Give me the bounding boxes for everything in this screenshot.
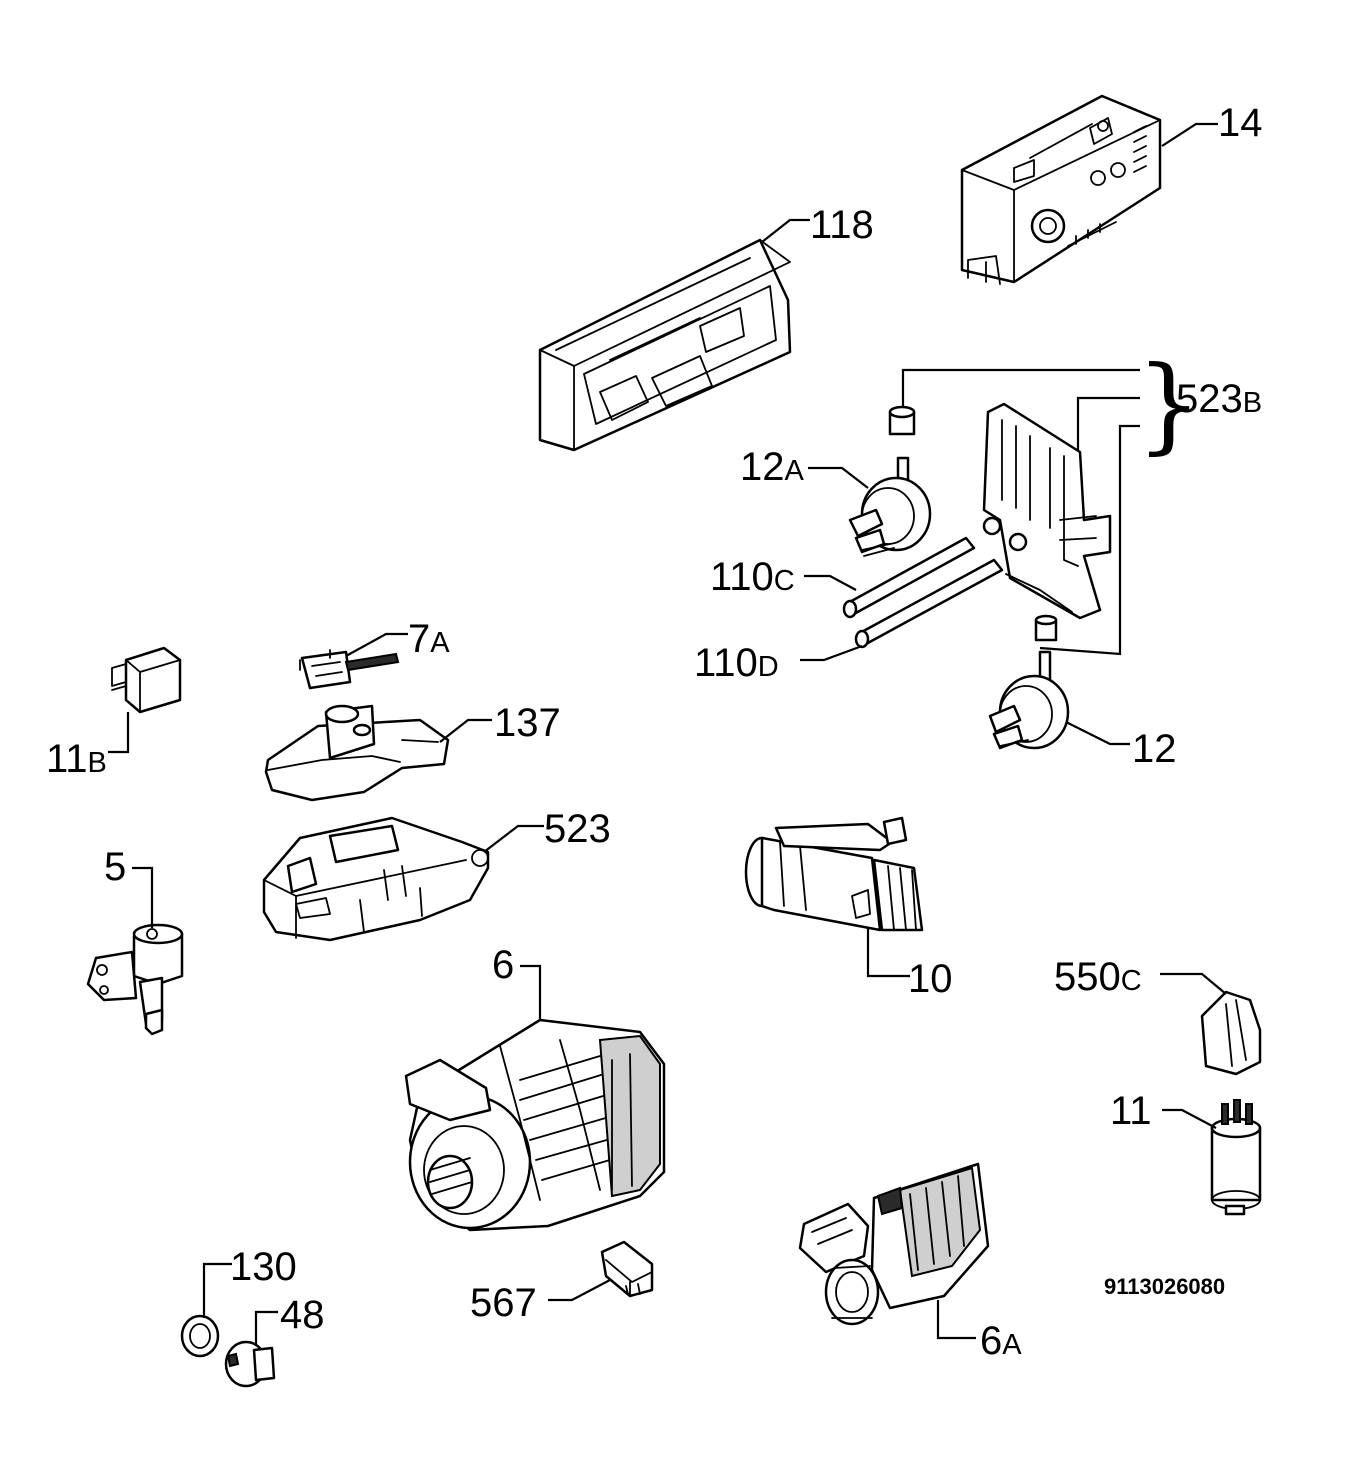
- label-130: 130: [230, 1245, 297, 1289]
- label-5: 5: [104, 845, 126, 889]
- part-110d-hose: [854, 558, 1004, 649]
- part-12-pressure-switch: [988, 614, 1070, 750]
- leader-550c: [1160, 972, 1227, 995]
- label-12a: 12A: [740, 445, 805, 489]
- label-11: 11: [1110, 1089, 1152, 1133]
- part-7a-sensor: [299, 649, 400, 690]
- part-523b-pressure-chamber: [982, 402, 1112, 620]
- leader-11: [1162, 1108, 1217, 1129]
- svg-text:}: }: [1136, 343, 1202, 465]
- leader-118: [761, 218, 810, 243]
- label-118: 118: [810, 203, 874, 247]
- label-523b: 523B: [1176, 377, 1262, 421]
- leader-14: [1161, 122, 1218, 147]
- leader-48: [254, 1310, 278, 1346]
- diagram-code: 9113026080: [1104, 1274, 1225, 1299]
- leader-137: [439, 718, 492, 743]
- label-110c: 110C: [710, 555, 795, 599]
- label-48: 48: [280, 1293, 325, 1337]
- part-6-circulation-pump: [404, 1018, 666, 1232]
- leader-130: [202, 1262, 232, 1318]
- label-14: 14: [1218, 101, 1263, 145]
- part-523b-cap-upper: [888, 405, 916, 436]
- label-523: 523: [544, 807, 611, 851]
- leader-567: [548, 1279, 611, 1302]
- part-5-solenoid-valve: [86, 923, 184, 1036]
- leader-6a: [936, 1300, 976, 1340]
- part-14-control-module: [960, 94, 1162, 285]
- part-11b-relay: [111, 646, 182, 714]
- part-12a-pressure-switch: [848, 456, 932, 557]
- leader-7a: [345, 632, 408, 657]
- label-11b: 11B: [46, 737, 107, 781]
- leader-12a: [808, 466, 869, 489]
- label-567: 567: [470, 1281, 537, 1325]
- part-11-capacitor: [1210, 1099, 1262, 1216]
- part-523b-pressure-switch-kit: }: [901, 343, 1202, 656]
- leader-110d: [800, 644, 863, 662]
- leader-11b: [108, 712, 130, 754]
- label-10: 10: [908, 957, 953, 1001]
- part-48-plug: [224, 1340, 276, 1388]
- part-6a-drain-pump: [798, 1162, 990, 1326]
- label-550c: 550C: [1054, 955, 1142, 999]
- label-110d: 110D: [694, 641, 779, 685]
- part-110c-hose: [842, 536, 976, 619]
- leader-12: [1065, 721, 1130, 746]
- leader-10: [866, 928, 910, 978]
- leader-110c: [804, 574, 857, 591]
- leader-6: [520, 964, 542, 1020]
- part-137-sump-cover: [264, 704, 450, 802]
- leader-523: [483, 824, 544, 853]
- label-6a: 6A: [980, 1319, 1022, 1363]
- part-130-seal-ring: [180, 1314, 220, 1358]
- label-7a: 7A: [408, 617, 450, 661]
- leader-5: [132, 866, 154, 928]
- label-6: 6: [492, 943, 514, 987]
- part-10-heater: [744, 816, 924, 932]
- part-550c-cap: [1200, 990, 1262, 1076]
- part-523-sump: [262, 816, 490, 942]
- label-12: 12: [1132, 727, 1177, 771]
- part-567-clip: [600, 1240, 654, 1298]
- part-118-detergent-dispenser: [538, 238, 792, 452]
- label-137: 137: [494, 701, 561, 745]
